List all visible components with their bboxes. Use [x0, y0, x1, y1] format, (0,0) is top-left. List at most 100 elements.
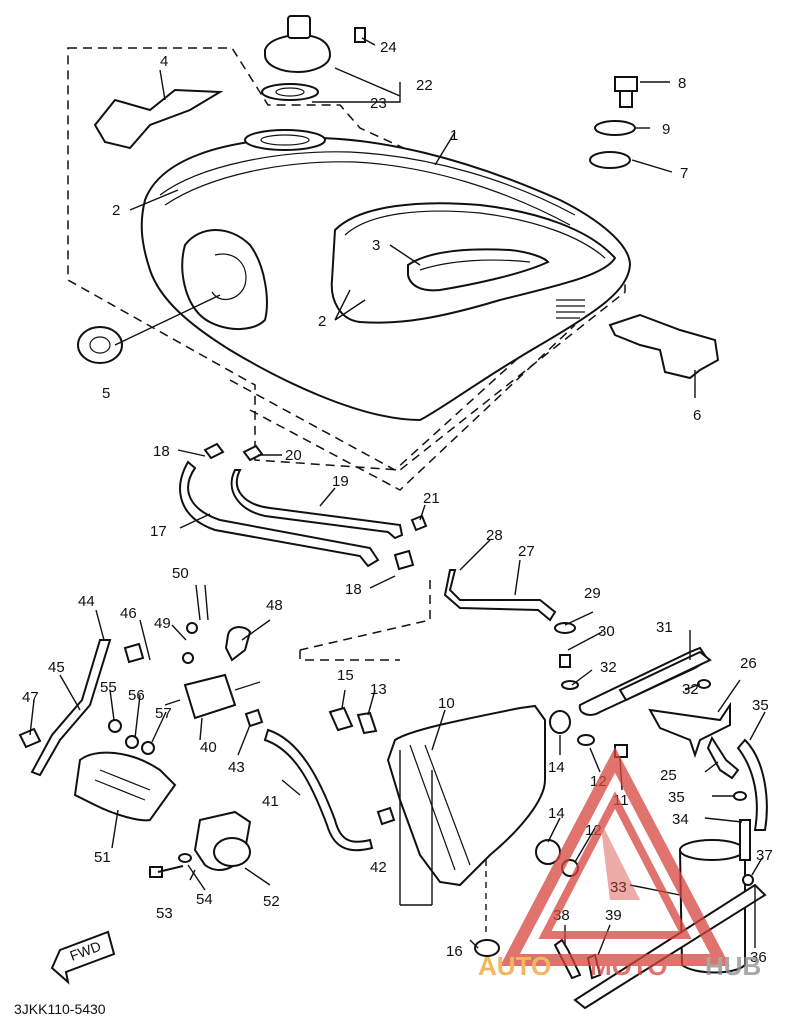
forward-arrow: FWD [50, 930, 116, 985]
fuel-hose-left [30, 639, 145, 777]
nut [108, 719, 122, 733]
canister-tank [386, 704, 546, 887]
callout-53: 53 [156, 905, 173, 922]
damper [589, 151, 631, 169]
washer [178, 853, 192, 863]
callout-29: 29 [584, 585, 601, 602]
fuel-tank [140, 129, 632, 422]
callout-46: 46 [120, 605, 137, 622]
callout-1: 1 [450, 127, 458, 144]
leader-lines [29, 37, 766, 956]
callout-18: 18 [153, 443, 170, 460]
callout-3: 3 [372, 237, 380, 254]
collar [549, 710, 571, 734]
trim-emblem [93, 88, 224, 150]
callout-45: 45 [48, 659, 65, 676]
callout-31: 31 [656, 619, 673, 636]
callout-39: 39 [605, 907, 622, 924]
callout-10: 10 [438, 695, 455, 712]
callout-48: 48 [266, 597, 283, 614]
breather-line-boundary [299, 580, 431, 661]
callout-23: 23 [370, 95, 387, 112]
watermark-logo: AUTO MOTO HUB [478, 747, 761, 981]
callout-35: 35 [752, 697, 769, 714]
tank-inner-boundary [229, 319, 576, 491]
callout-32: 32 [682, 681, 699, 698]
callout-25: 25 [660, 767, 677, 784]
overflow-hose [263, 728, 374, 852]
nut [186, 622, 198, 634]
pipe-stub [328, 706, 354, 732]
callout-14: 14 [548, 759, 565, 776]
callout-34: 34 [672, 811, 689, 828]
callout-43: 43 [228, 759, 245, 776]
callout-57: 57 [155, 705, 172, 722]
breather-hose [443, 569, 557, 622]
callout-47: 47 [22, 689, 39, 706]
clamp [697, 679, 711, 689]
callout-32: 32 [600, 659, 617, 676]
watermark-hub: HUB [705, 951, 761, 981]
callout-4: 4 [160, 53, 168, 70]
check-valve [706, 735, 740, 780]
callout-15: 15 [337, 667, 354, 684]
washer [577, 734, 595, 746]
callout-7: 7 [680, 165, 688, 182]
washer [125, 735, 139, 749]
diagram-code: 3JKK110-5430 [14, 1001, 106, 1017]
mount-bracket [193, 810, 252, 871]
callout-42: 42 [370, 859, 387, 876]
callout-56: 56 [128, 687, 145, 704]
hose-35 [736, 738, 768, 831]
callout-40: 40 [200, 739, 217, 756]
callout-55: 55 [100, 679, 117, 696]
callout-16: 16 [446, 943, 463, 960]
callout-22: 22 [416, 77, 433, 94]
grommet [474, 939, 500, 957]
watermark-auto: AUTO [478, 951, 551, 981]
callout-14: 14 [548, 805, 565, 822]
callout-49: 49 [154, 615, 171, 632]
callout-8: 8 [678, 75, 686, 92]
callout-24: 24 [380, 39, 397, 56]
callout-2: 2 [112, 202, 120, 219]
callout-35: 35 [668, 789, 685, 806]
washer [141, 741, 155, 755]
clamp [554, 622, 576, 634]
callout-labels: 1 2 2 3 4 5 6 7 8 9 10 11 11 12 12 13 14… [22, 39, 773, 966]
vent-hose-lower [618, 650, 712, 702]
callout-33: 33 [610, 879, 627, 896]
callout-18: 18 [345, 581, 362, 598]
callout-27: 27 [518, 543, 535, 560]
grommet [77, 326, 123, 364]
tank-bolt [614, 76, 638, 108]
clip [733, 791, 747, 801]
callout-21: 21 [423, 490, 440, 507]
callout-30: 30 [598, 623, 615, 640]
callout-36: 36 [750, 949, 767, 966]
hose-clip [376, 806, 396, 826]
callout-52: 52 [263, 893, 280, 910]
callout-54: 54 [196, 891, 213, 908]
callout-17: 17 [150, 523, 167, 540]
washer [594, 120, 636, 136]
bolt [149, 865, 184, 878]
rear-bracket [608, 313, 720, 380]
clip [18, 727, 42, 749]
joint [559, 654, 571, 668]
callout-5: 5 [102, 385, 110, 402]
callout-51: 51 [94, 849, 111, 866]
charcoal-canister [678, 839, 746, 974]
fuel-hoses [179, 442, 428, 571]
collar [356, 711, 378, 735]
callout-9: 9 [662, 121, 670, 138]
callout-28: 28 [486, 527, 503, 544]
callout-37: 37 [756, 847, 773, 864]
fuel-filter [164, 626, 261, 720]
callout-44: 44 [78, 593, 95, 610]
heat-guard [73, 751, 177, 822]
callout-26: 26 [740, 655, 757, 672]
callout-19: 19 [332, 473, 349, 490]
